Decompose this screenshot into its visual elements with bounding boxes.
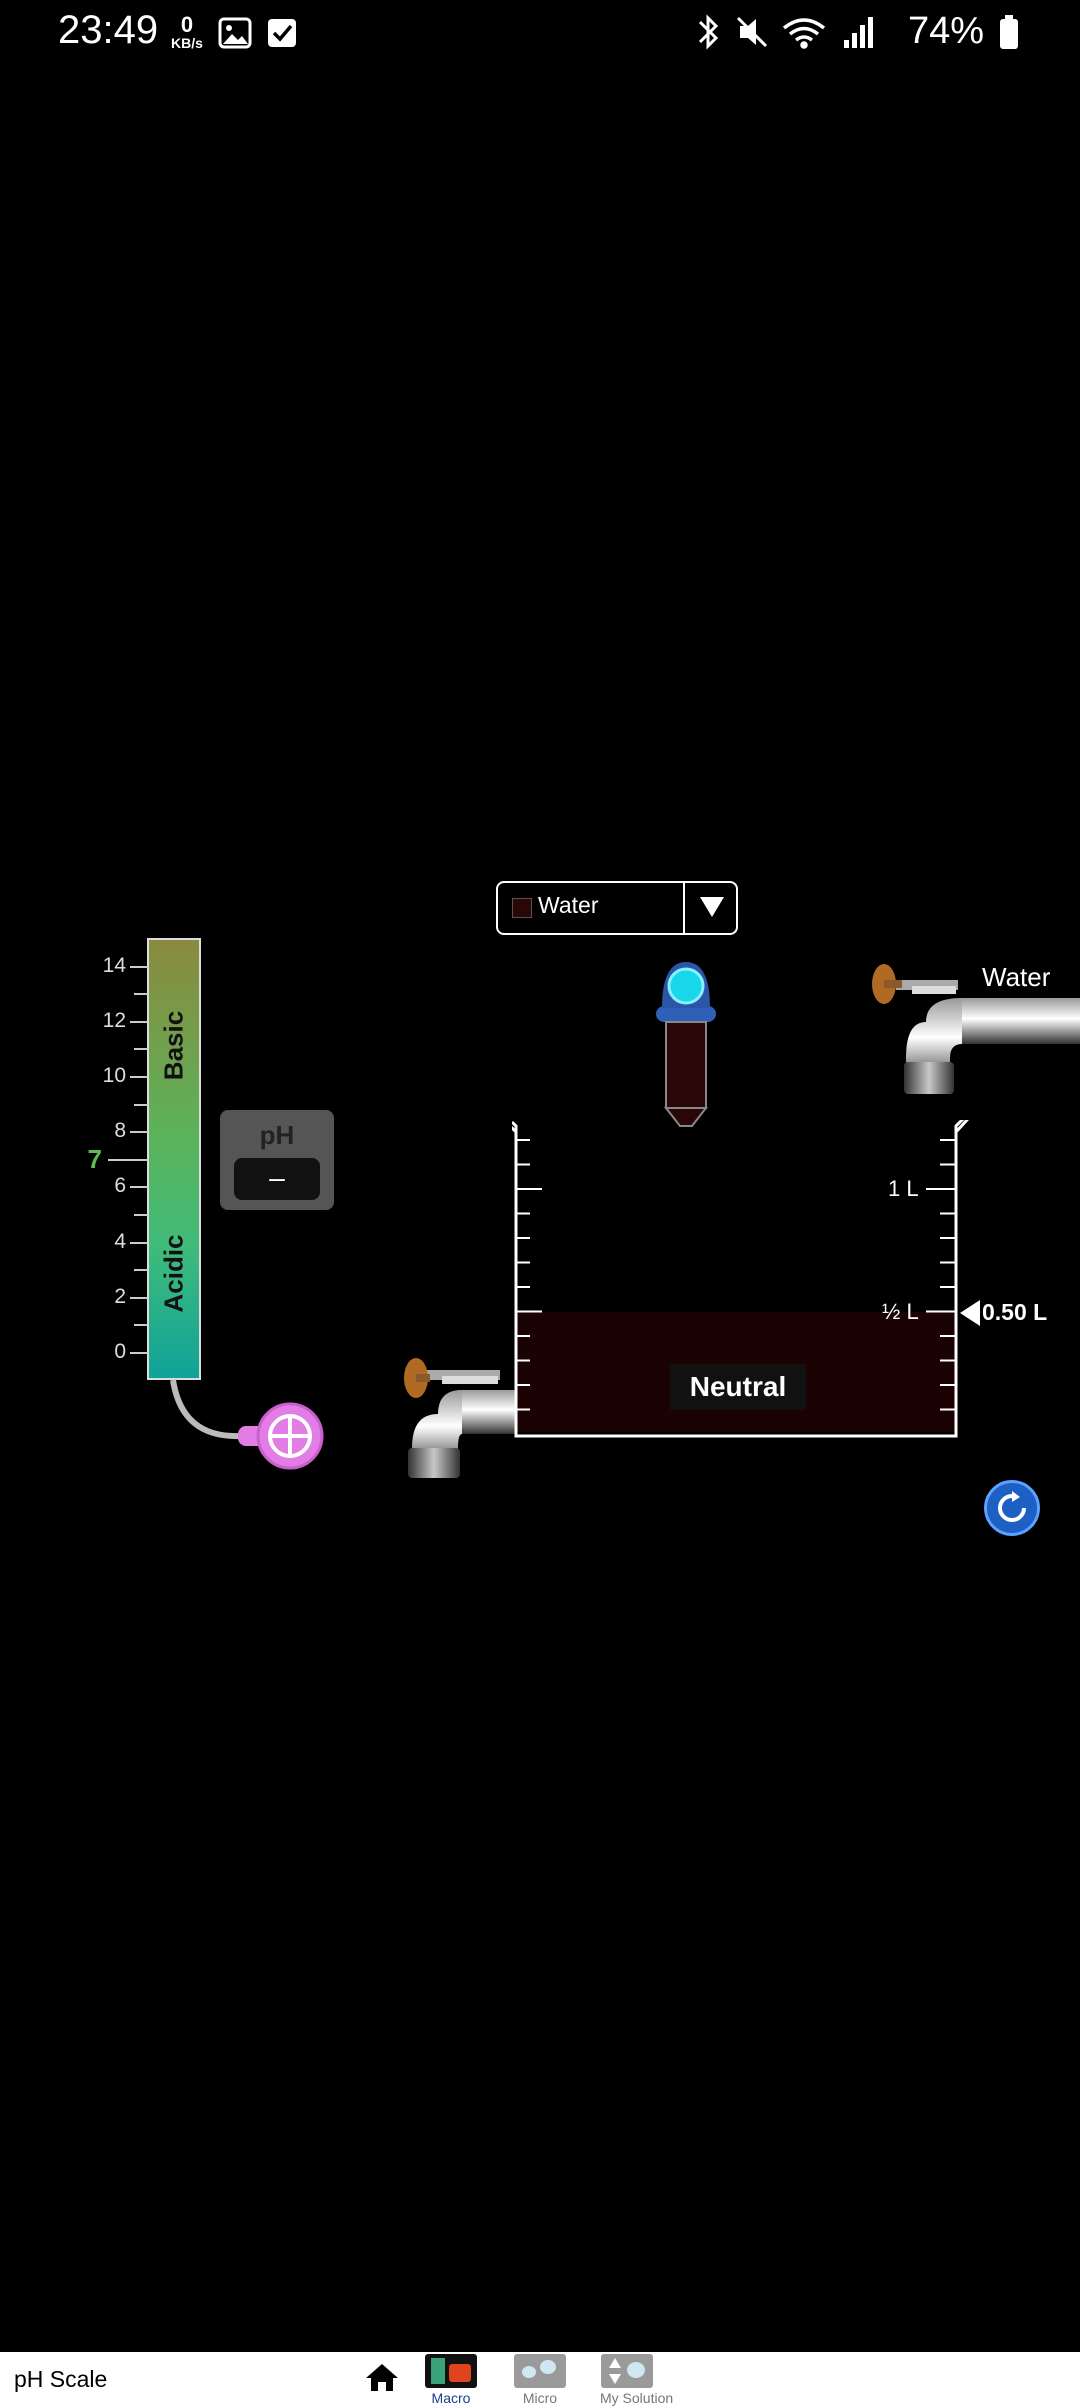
micro-tab-icon: [514, 2354, 566, 2388]
ph-probe[interactable]: [160, 1378, 340, 1478]
ph-minor-tick: [134, 993, 148, 996]
tab-macro[interactable]: Macro: [424, 2354, 478, 2406]
dropper[interactable]: [652, 958, 720, 1128]
ph-current-marker: 7: [87, 1143, 102, 1174]
ph-tick-mark: [130, 1076, 148, 1078]
tab-my-solution[interactable]: My Solution: [600, 2354, 674, 2406]
home-icon[interactable]: [365, 2362, 399, 2392]
network-speed-value: 0: [180, 12, 194, 37]
dropdown-arrow-icon[interactable]: [698, 895, 726, 919]
notification-icons: [218, 16, 300, 57]
water-faucet-label: Water: [982, 962, 1051, 992]
ph-tick-label: 12: [102, 1008, 126, 1032]
ph-meter-value: –: [234, 1158, 320, 1200]
network-speed-unit: KB/s: [171, 35, 203, 51]
battery-percent: 74%: [907, 10, 984, 52]
drain-faucet[interactable]: [398, 1352, 516, 1482]
ph-tick-mark: [130, 1352, 148, 1354]
ph-minor-tick: [134, 1048, 148, 1051]
macro-tab-icon: [425, 2354, 477, 2388]
ph-tick-mark: [130, 965, 148, 968]
ph-tick-mark: [130, 1020, 148, 1023]
dropdown-divider: [683, 883, 685, 933]
acidic-label: Acidic: [158, 1234, 189, 1313]
status-time: 23:49: [58, 8, 159, 52]
signal-icon: [843, 16, 873, 48]
status-bar: 23:49 0 KB/s: [0, 0, 1080, 70]
battery-icon: [1000, 14, 1018, 49]
status-right: 74%: [694, 10, 1020, 53]
ph-tick-label: 0: [114, 1340, 126, 1363]
ph-tick-label: 8: [114, 1119, 126, 1143]
ph-tick-mark: [108, 1158, 148, 1161]
gallery-icon: [218, 17, 252, 49]
solute-dropdown-value: Water: [538, 892, 599, 918]
tab-micro[interactable]: Micro: [513, 2354, 567, 2406]
ph-tick-label: 4: [114, 1229, 126, 1253]
system-icons: [698, 13, 873, 50]
ph-minor-tick: [134, 1324, 148, 1327]
wifi-icon: [782, 17, 826, 49]
ph-minor-tick: [134, 1269, 148, 1272]
reset-button[interactable]: [984, 1480, 1040, 1536]
my-solution-tab-icon: [601, 2354, 653, 2388]
beaker: [512, 1120, 969, 1438]
bluetooth-icon: [698, 13, 719, 50]
ph-meter-title: pH: [259, 1120, 295, 1150]
mute-icon: [736, 16, 767, 47]
ph-tick-mark: [130, 1296, 148, 1299]
ph-tick-mark: [130, 1186, 148, 1189]
ph-minor-tick: [134, 1103, 148, 1106]
checkbox-icon: [268, 19, 296, 47]
volume-pointer-icon: [960, 1300, 980, 1326]
ph-tick-label: 14: [102, 953, 126, 977]
ph-tick-mark: [130, 1241, 148, 1244]
ph-scale-bar: [147, 938, 201, 1380]
solute-dropdown[interactable]: [496, 881, 738, 935]
network-speed: 0 KB/s: [166, 12, 208, 51]
app-title: pH Scale: [14, 2366, 108, 2392]
ph-minor-tick: [134, 1214, 148, 1216]
tab-label: Micro: [522, 2390, 558, 2406]
ph-tick-mark: [130, 1131, 148, 1134]
beaker-mark-1l: 1 L: [888, 1176, 919, 1201]
tab-label: Macro: [431, 2390, 471, 2406]
solute-color-swatch: [512, 898, 532, 918]
beaker-mark-half: ½ L: [882, 1299, 919, 1324]
water-faucet[interactable]: [866, 962, 1080, 1102]
ph-tick-label: 2: [114, 1284, 126, 1308]
reset-icon: [998, 1491, 1026, 1522]
ph-tick-label: 6: [114, 1174, 126, 1198]
volume-readout: 0.50 L: [982, 1299, 1048, 1325]
ph-tick-label: 10: [102, 1064, 126, 1087]
tab-label: My Solution: [600, 2390, 674, 2406]
solution-state-label: Neutral: [670, 1364, 806, 1410]
basic-label: Basic: [158, 1010, 189, 1081]
